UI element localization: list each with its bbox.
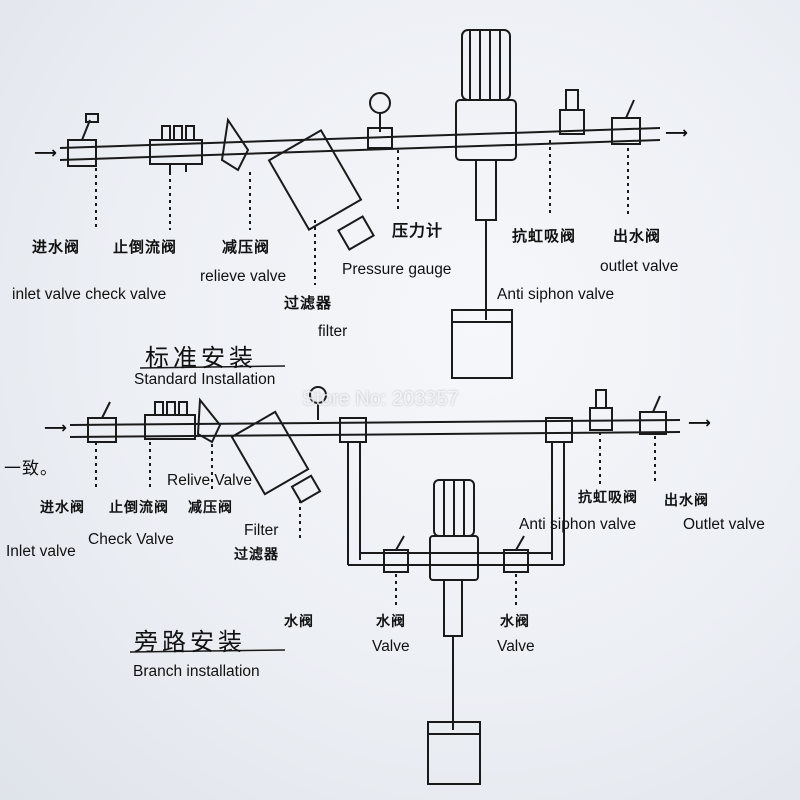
branch-check-cn: 止倒流阀	[109, 500, 169, 516]
branch-inlet-valve-shape	[87, 417, 117, 443]
branch-flow-in-arrow-icon: ⟶	[44, 418, 67, 437]
chemical-bucket-shape	[451, 309, 513, 379]
branch-filter-shape	[230, 410, 310, 496]
branch-title-cn: 旁路安装	[134, 628, 246, 656]
branch-relive-en: Relive Valve	[167, 472, 253, 489]
flow-in-arrow-icon: ⟶	[34, 143, 57, 162]
standard-title-en: Standard Installation	[134, 371, 276, 388]
branch-relieve-cn: 减压阀	[188, 500, 233, 516]
std-check-cn: 止倒流阀	[113, 238, 178, 256]
relieve-valve-shape	[220, 117, 250, 172]
branch-valve-right-cn: 水阀	[500, 614, 530, 630]
standard-pipeline	[59, 29, 661, 379]
inlet-valve-shape	[67, 139, 97, 167]
std-gauge-en: Pressure gauge	[342, 261, 452, 278]
filter-shape	[267, 128, 363, 232]
branch-water-valve-cn: 水阀	[284, 614, 314, 630]
branch-outlet-en: Outlet valve	[683, 516, 765, 533]
branch-inlet-cn: 进水阀	[40, 500, 85, 516]
branch-outlet-cn: 出水阀	[664, 493, 709, 509]
std-inlet-cn: 进水阀	[32, 238, 81, 256]
std-antisiphon-cn: 抗虹吸阀	[512, 227, 577, 245]
std-outlet-en: outlet valve	[600, 258, 679, 275]
std-inlet-check-en: inlet valve check valve	[12, 286, 167, 303]
branch-valve-left-cn: 水阀	[376, 614, 406, 630]
branch-title-en: Branch installation	[133, 663, 260, 680]
branch-consistent-cn: 一致。	[4, 459, 58, 479]
branch-pipeline	[69, 386, 681, 785]
std-relieve-en: relieve valve	[200, 268, 287, 285]
branch-relieve-valve-shape	[196, 397, 222, 444]
branch-filter-cn: 过滤器	[234, 547, 279, 563]
standard-title-cn: 标准安装	[145, 344, 257, 372]
branch-valve-left-en: Valve	[372, 638, 410, 655]
std-gauge-cn: 压力计	[392, 221, 444, 240]
branch-antisiphon-en: Anti siphon valve	[519, 516, 637, 533]
branch-outlet-valve-shape	[639, 411, 667, 435]
std-filter-cn: 过滤器	[284, 294, 333, 312]
branch-check-en: Check Valve	[88, 531, 174, 548]
pressure-gauge-shape	[369, 92, 391, 114]
std-outlet-cn: 出水阀	[613, 227, 662, 245]
branch-valve-right-en: Valve	[497, 638, 535, 655]
branch-inlet-en: Inlet valve	[6, 543, 76, 560]
std-antisiphon-en: Anti siphon valve	[497, 286, 615, 303]
std-relieve-cn: 减压阀	[222, 238, 271, 256]
branch-anti-siphon-shape	[589, 407, 613, 431]
branch-filter-en: Filter	[244, 522, 279, 539]
std-filter-en: filter	[318, 323, 348, 340]
store-watermark: Store No: 203357	[302, 388, 459, 410]
flow-out-arrow-icon: ⟶	[665, 123, 688, 142]
branch-antisiphon-cn: 抗虹吸阀	[578, 490, 638, 506]
branch-flow-out-arrow-icon: ⟶	[688, 413, 711, 432]
branch-chemical-bucket	[427, 721, 481, 785]
